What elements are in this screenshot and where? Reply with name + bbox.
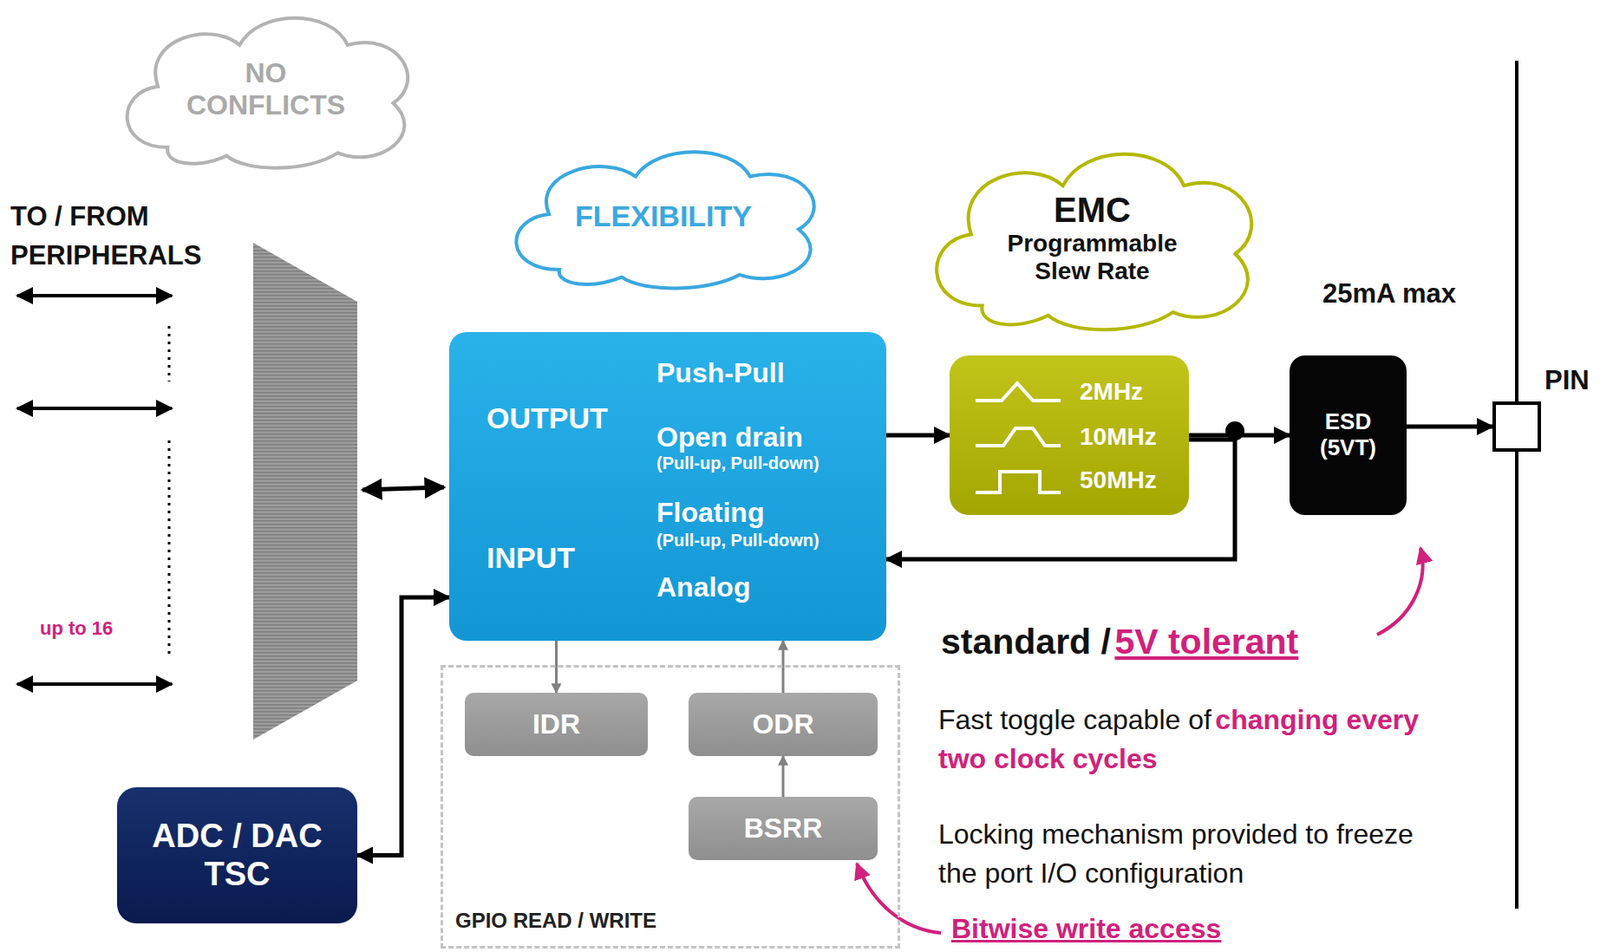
connector-arrow [357, 597, 450, 856]
block-box: OUTPUTPush-PullOpen drain(Pull-up, Pull-… [449, 332, 887, 641]
node-text: Programmable Slew Rate [988, 229, 1197, 286]
peripheral-arrows [17, 295, 172, 685]
note-label: up to 16 [39, 617, 113, 640]
note-label: Locking mechanism provided to freeze the… [938, 818, 1414, 889]
node-text: IDR [532, 708, 581, 741]
node-text: NO CONFLICTS [170, 57, 362, 122]
node-text: Analog [656, 571, 751, 604]
block-box: ODR [688, 692, 878, 757]
block-box: ADC / DAC TSC [117, 787, 358, 924]
slew-waveform-icons [949, 355, 1072, 516]
note-label: Fast toggle capable of [938, 704, 1212, 736]
node-text: (Pull-up, Pull-down) [656, 530, 820, 551]
note-label: 25mA max [1322, 278, 1457, 309]
node-text: EMC [1053, 189, 1131, 230]
label-group: standard / 5V tolerant [940, 620, 1299, 664]
node-text: INPUT [486, 541, 575, 575]
node-text: GPIO READ / WRITE [455, 908, 657, 934]
node-text: BSRR [744, 812, 823, 845]
waveform [975, 471, 1061, 493]
block-box: 2MHz 10MHz 50MHz [949, 355, 1189, 516]
connector-arrow [1406, 424, 1493, 430]
note-label: Bitwise write access [951, 913, 1222, 945]
node-text: Push-Pull [656, 357, 785, 390]
label-group: Locking mechanism provided to freeze the… [938, 815, 1424, 894]
block-box: BSRR [688, 796, 878, 861]
block-box: PIN [1492, 401, 1542, 452]
multiplexer [253, 242, 358, 740]
cloud-callout: FLEXIBILITY [489, 138, 837, 295]
node-text: 2MHz [1079, 378, 1143, 406]
waveform [975, 383, 1061, 401]
node-text: ODR [751, 708, 814, 741]
dotted-continuation [168, 326, 171, 655]
node-text: PIN [1544, 365, 1590, 397]
note-label: TO / FROM PERIPHERALS [10, 201, 202, 271]
node-text: ADC / DAC TSC [143, 817, 331, 894]
label-group: TO / FROM PERIPHERALS [10, 197, 271, 276]
node-text: Open drain [656, 421, 804, 454]
connector-arrow [1188, 433, 1290, 438]
label-group: Fast toggle capable of changing every tw… [938, 700, 1450, 779]
block-box: GPIO READ / WRITE IDR ODR BSRR [440, 665, 901, 949]
connector-arrow [782, 756, 785, 797]
node-text: 50MHz [1079, 466, 1157, 495]
node-text: ESD (5VT) [1305, 409, 1392, 462]
connector-arrow [886, 433, 950, 438]
label-group: 25mA max [1322, 277, 1457, 310]
node-text: OUTPUT [486, 401, 608, 436]
waveform [975, 428, 1061, 446]
block-box: ESD (5VT) [1289, 355, 1407, 516]
note-label: 5V tolerant [1114, 621, 1299, 662]
callout-arrow [1377, 548, 1424, 635]
note-label: standard / [940, 621, 1111, 662]
node-text: Floating [656, 496, 765, 529]
node-text: 10MHz [1079, 423, 1157, 451]
label-group: up to 16 [39, 617, 113, 640]
label-group: Bitwise write access [951, 912, 1222, 946]
block-box: IDR [464, 692, 648, 757]
node-text: (Pull-up, Pull-down) [656, 453, 820, 474]
pin-line [1515, 60, 1519, 909]
node-text: FLEXIBILITY [574, 199, 752, 234]
cloud-callout: EMCProgrammable Slew Rate [908, 137, 1276, 339]
mux-arrow [362, 487, 445, 490]
cloud-callout: NO CONFLICTS [102, 3, 430, 176]
